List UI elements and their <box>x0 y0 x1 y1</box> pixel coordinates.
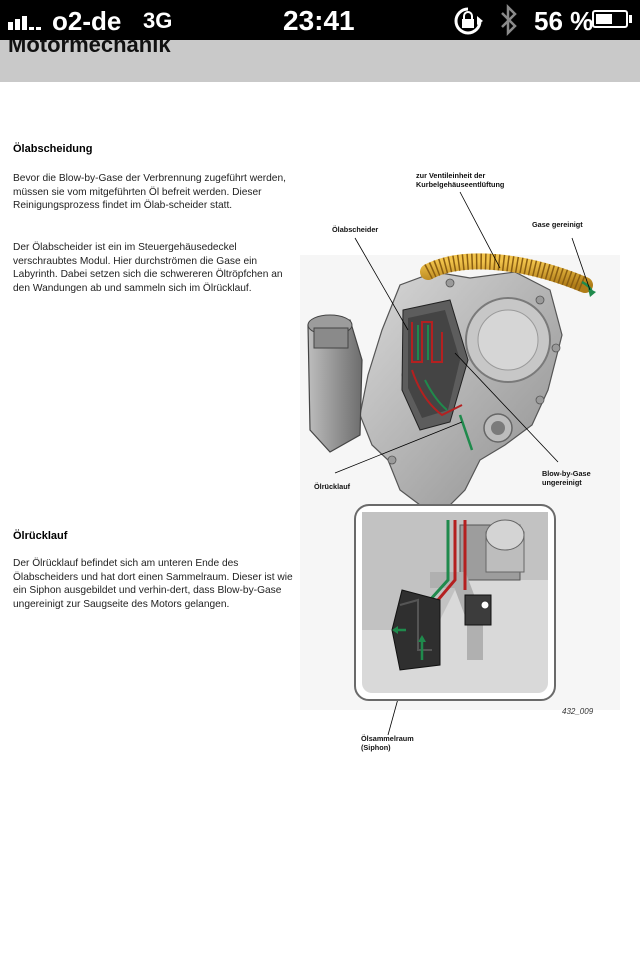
battery-icon <box>592 10 628 28</box>
label-oelabscheider: Ölabscheider <box>332 225 379 234</box>
label-ventil-line2: Kurbelgehäuseentlüftung <box>416 180 505 189</box>
label-ventil-line1: zur Ventileinheit der <box>416 171 486 180</box>
engine-illustration <box>300 191 620 736</box>
network-type: 3G <box>143 8 173 33</box>
label-oelsammelraum-line2: (Siphon) <box>361 743 391 752</box>
clock: 23:41 <box>283 5 355 36</box>
battery-tip <box>629 15 632 23</box>
label-blowby-line1: Blow-by-Gase <box>542 469 591 478</box>
section-heading-oelruecklauf: Ölrücklauf <box>13 530 68 542</box>
paragraph: Der Ölabscheider ist ein im Steuergehäus… <box>13 242 283 294</box>
rotation-lock-icon <box>454 7 483 35</box>
status-bar: o2-de 3G 23:41 56 % <box>0 0 640 40</box>
label-blowby-line2: ungereinigt <box>542 478 582 487</box>
battery-percent: 56 % <box>534 6 594 36</box>
page-title-text: Motormechanik <box>8 40 171 57</box>
label-oelsammelraum-line1: Ölsammelraum <box>361 734 414 743</box>
label-gase-gereinigt: Gase gereinigt <box>532 220 583 229</box>
figure-number: 432_009 <box>562 707 594 716</box>
paragraph: Bevor die Blow-by-Gase der Verbrennung z… <box>13 173 286 211</box>
header-band <box>0 40 640 82</box>
label-oelruecklauf: Ölrücklauf <box>314 482 351 491</box>
carrier-name: o2-de <box>52 6 122 36</box>
paragraph: Der Ölrücklauf befindet sich am unteren … <box>13 558 293 610</box>
oil-filter <box>307 319 363 453</box>
section-heading-oelabscheidung: Ölabscheidung <box>13 143 93 155</box>
page-title: Motormechanik <box>8 40 171 62</box>
bluetooth-icon <box>501 4 517 36</box>
